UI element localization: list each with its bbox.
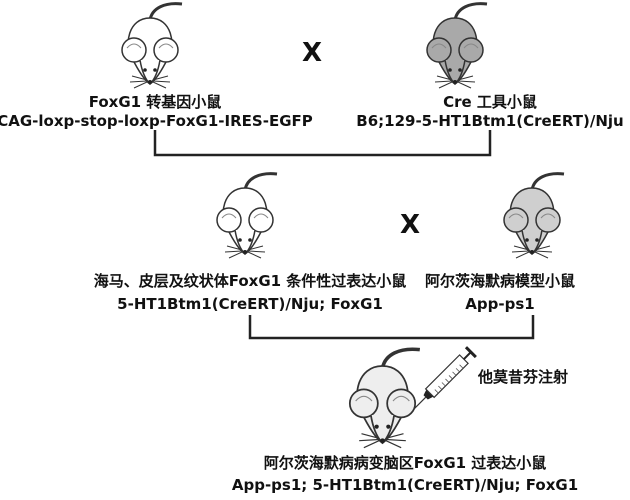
mouse-conditional-overexpression (205, 170, 285, 260)
mouse-5-name: 阿尔茨海默病病变脑区FoxG1 过表达小鼠 (263, 454, 547, 472)
mouse-3-name: 海马、皮层及纹状体FoxG1 条件性过表达小鼠 (93, 272, 407, 290)
mouse-2-name: Cre 工具小鼠 (443, 93, 537, 111)
mouse-cre-tool (415, 0, 495, 90)
mouse-2-genotype: B6;129-5-HT1Btm1(CreERT)/Nju (356, 112, 624, 130)
injection-label: 他莫昔芬注射 (477, 368, 569, 386)
mouse-5-genotype: App-ps1; 5-HT1Btm1(CreERT)/Nju; FoxG1 (231, 476, 579, 494)
mouse-alzheimer-foxg1 (335, 345, 430, 450)
cross-symbol-1: X (301, 38, 323, 68)
mouse-foxg1-transgenic (110, 0, 190, 90)
bracket-generation-2 (248, 315, 535, 340)
mouse-4-genotype: App-ps1 (465, 295, 535, 313)
mouse-3-genotype: 5-HT1Btm1(CreERT)/Nju; FoxG1 (117, 295, 383, 313)
mouse-4-name: 阿尔茨海默病模型小鼠 (424, 272, 576, 290)
mouse-1-name: FoxG1 转基因小鼠 (88, 93, 222, 111)
bracket-generation-1 (153, 130, 492, 157)
cross-symbol-2: X (399, 210, 421, 240)
mouse-alzheimer-model (492, 170, 572, 260)
mouse-1-genotype: CAG-loxp-stop-loxp-FoxG1-IRES-EGFP (0, 112, 313, 130)
